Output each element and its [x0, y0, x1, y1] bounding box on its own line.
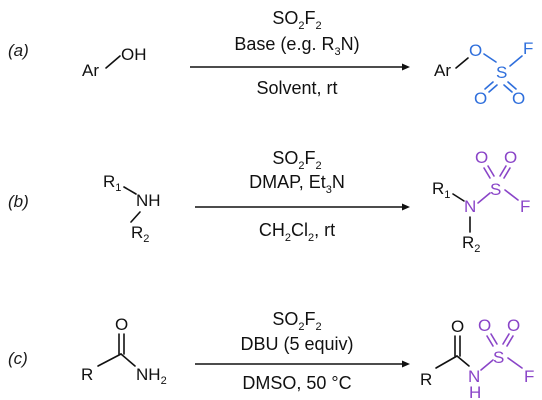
reactant-c-r: R: [81, 365, 93, 384]
bond: [486, 335, 494, 347]
bond: [455, 57, 469, 69]
row-label-b: (b): [8, 192, 29, 211]
reagent-b-dmap-et3n: DMAP, Et3N: [249, 172, 345, 196]
bond: [123, 186, 137, 195]
product-c-r: R: [420, 370, 432, 389]
reagent-a-base: Base (e.g. R3N): [234, 34, 359, 58]
product-b-sulfamoyl-fluoride: R1 N S O O F R2: [432, 148, 530, 255]
reactant-b-nh: NH: [136, 191, 161, 210]
row-label-a: (a): [8, 41, 29, 60]
reactant-b-amine: R1 NH R2: [103, 172, 161, 245]
row-c: (c) O R NH2 SO2F2 DBU (5 equiv) DMSO, 50…: [8, 309, 534, 400]
bond: [507, 81, 517, 90]
bond: [507, 357, 523, 369]
bond: [483, 167, 491, 179]
product-a-o-down1: O: [474, 89, 487, 108]
product-c-f: F: [524, 367, 534, 386]
condition-c: DMSO, 50 °C: [242, 373, 351, 393]
product-c-h: H: [469, 383, 481, 400]
product-c-o: O: [451, 317, 464, 336]
reactant-a-phenol: Ar OH: [82, 45, 147, 80]
bond: [488, 84, 498, 93]
bond: [456, 355, 470, 367]
product-a-fluorosulfate: Ar O S F O O: [434, 39, 533, 108]
bond: [504, 189, 519, 201]
row-b: (b) R1 NH R2 SO2F2 DMAP, Et3N CH2Cl2, rt…: [8, 148, 530, 255]
bond: [480, 359, 494, 371]
row-label-c: (c): [8, 349, 28, 368]
product-b-r1: R1: [432, 179, 450, 201]
product-c-o1: O: [478, 316, 491, 335]
product-b-n: N: [464, 197, 476, 216]
product-b-r2: R2: [462, 233, 480, 255]
product-c-acyl-sulfamoyl-fluoride: O R N H S O O F: [420, 316, 534, 400]
product-c-n: N: [468, 367, 480, 386]
product-b-o1: O: [475, 148, 488, 167]
reactant-c-nh2: NH2: [136, 365, 167, 387]
product-b-f: F: [520, 197, 530, 216]
product-a-s: S: [496, 63, 507, 82]
reactant-c-o: O: [115, 315, 128, 334]
product-a-o: O: [469, 41, 482, 60]
reactant-b-r2: R2: [131, 223, 149, 245]
row-a: (a) Ar OH SO2F2 Base (e.g. R3N) Solvent,…: [8, 8, 533, 108]
product-b-s: S: [490, 180, 501, 199]
arrow-head-a: [402, 63, 410, 71]
bond: [97, 353, 122, 367]
reagent-a-so2f2: SO2F2: [272, 8, 321, 32]
condition-b: CH2Cl2, rt: [259, 220, 335, 244]
reagent-b-so2f2: SO2F2: [272, 148, 321, 172]
bond: [483, 53, 497, 63]
bond: [130, 211, 141, 223]
product-c-s: S: [493, 348, 504, 367]
bond: [502, 333, 510, 345]
product-a-o-down2: O: [512, 89, 525, 108]
bond: [506, 335, 514, 347]
arrow-head-b: [402, 203, 410, 211]
reactant-c-amide: O R NH2: [81, 315, 167, 387]
product-c-o2: O: [507, 316, 520, 335]
bond: [509, 55, 523, 67]
reactant-a-oh: OH: [121, 45, 147, 64]
arrow-head-c: [402, 360, 410, 368]
bond: [487, 165, 495, 177]
bond: [490, 333, 498, 345]
product-b-o2: O: [504, 148, 517, 167]
product-a-f: F: [523, 39, 533, 58]
condition-a: Solvent, rt: [256, 78, 337, 98]
bond: [477, 192, 491, 204]
bond: [499, 165, 507, 177]
reactant-a-ar: Ar: [82, 61, 99, 80]
reagent-c-dbu: DBU (5 equiv): [240, 334, 353, 354]
bond: [503, 84, 513, 93]
reactant-b-r1: R1: [103, 172, 121, 194]
bond: [484, 81, 494, 90]
product-a-ar: Ar: [434, 61, 451, 80]
reagent-c-so2f2: SO2F2: [272, 309, 321, 333]
bond: [120, 353, 136, 367]
bond: [503, 167, 511, 179]
bond: [105, 55, 121, 69]
bond: [452, 193, 465, 202]
bond: [435, 355, 458, 369]
